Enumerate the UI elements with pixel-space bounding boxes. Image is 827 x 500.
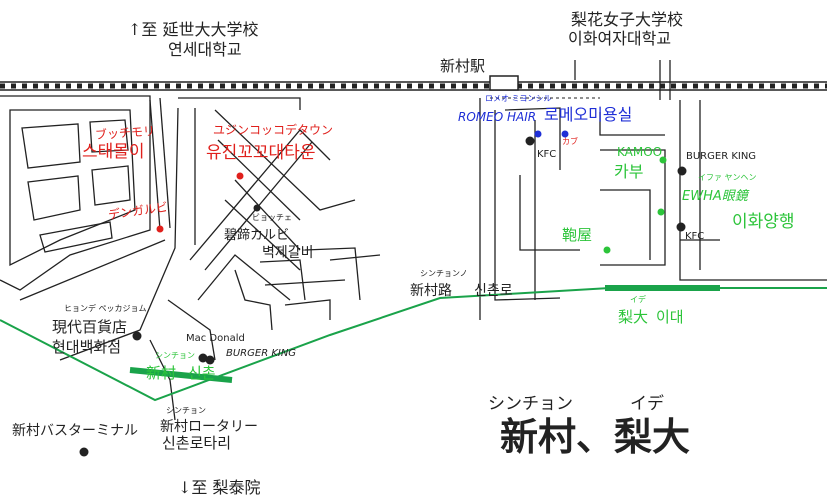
romeo-label-kr: 로메오미용실 [544, 105, 633, 124]
bag-shop-label: 鞄屋 [562, 226, 593, 244]
yonsei-direction-kr: 연세대학교 [168, 40, 242, 59]
kamoo-ruby: カブ [562, 137, 578, 146]
title-ruby-ide: イデ [630, 394, 664, 414]
station-building [489, 75, 519, 91]
sinchonro-ruby: シンチョンノ [420, 269, 468, 278]
mcdonald-marker [198, 353, 208, 363]
kfc-label-2: KFC [685, 231, 705, 242]
hyundai-label-kr: 현대백화점 [52, 338, 122, 356]
ewha-direction-jp: 梨花女子大学校 [571, 10, 684, 29]
byeoje-label-jp: 碧蹄カルビ [224, 228, 290, 243]
sinchon-rail-station-label: 新村駅 [440, 57, 486, 75]
rotary-ruby: シンチョン [166, 406, 206, 415]
hyundai-ruby: ヒョンデ ペッカジョム [64, 304, 147, 313]
romeo-label-en: ROMEO HAIR [458, 110, 537, 124]
romeo-ruby: ロメオ ミヨンシル [485, 94, 552, 103]
ewha-glasses-label-en: EWHA眼鏡 [682, 189, 748, 204]
rotary-label-jp: 新村ロータリー [160, 419, 258, 435]
byeoje-ruby: ビョッチェ [252, 213, 292, 222]
kamoo-marker [659, 156, 667, 164]
ewha-glasses-marker [657, 208, 665, 216]
bus-terminal-label: 新村バスターミナル [12, 423, 138, 439]
kfc-marker-2 [676, 222, 686, 232]
mcdonald-label: Mac Donald [186, 333, 245, 344]
romeo-marker-1 [534, 130, 542, 138]
burgerking-label-1: BURGER KING [686, 151, 757, 162]
ewha-station-label-jp: 梨大 [618, 308, 649, 326]
rotary-label-kr: 신촌로타리 [162, 434, 232, 452]
ewha-glasses-label-kr: 이화양행 [732, 212, 795, 232]
sinchon-station-label-kr: 신촌 [188, 364, 216, 382]
kfc-label-1: KFC [537, 149, 557, 160]
yujin-label-kr: 유진꼬꼬대타운 [206, 143, 316, 163]
burgerking-marker-1 [677, 166, 687, 176]
bag-shop-marker [603, 246, 611, 254]
dengaru-marker [156, 225, 164, 233]
railway-line [0, 81, 827, 91]
kamoo-label-en: KAMOO [617, 145, 663, 159]
byeoje-label-kr: 벽제갈비 [262, 245, 314, 261]
sinchon-station-platform [129, 367, 233, 383]
ewha-direction-kr: 이화여자대학교 [568, 29, 672, 48]
sinchon-station-ruby: シンチョン [155, 351, 195, 360]
byeoje-marker [253, 204, 261, 212]
yonsei-direction-jp: ↑至 延世大大学校 [128, 20, 259, 39]
burgerking-label-2: BURGER KING [226, 348, 297, 359]
itaewon-direction-jp: ↓至 梨泰院 [178, 478, 261, 497]
hyundai-label-jp: 現代百貨店 [52, 318, 128, 336]
map-title: 新村、梨大 [500, 414, 691, 459]
bus-terminal-marker [79, 447, 89, 457]
sinchon-station-label-jp: 新村 [146, 364, 177, 382]
yujin-marker [236, 172, 244, 180]
ewha-station-label-kr: 이대 [656, 308, 684, 326]
stamoru-label-kr: 스태몰이 [82, 142, 145, 162]
title-ruby-sinchon: シンチョン [488, 394, 573, 414]
sinchonro-label-jp: 新村路 [410, 283, 452, 299]
ewha-station-ruby: イデ [630, 295, 646, 304]
ewha-glasses-ruby: イファ ヤンヘン [698, 173, 757, 182]
kfc-marker-1 [525, 136, 535, 146]
romeo-marker-2 [561, 130, 569, 138]
kamoo-label-kr: 카부 [614, 162, 644, 181]
burgerking-marker-2 [205, 355, 215, 365]
hyundai-marker [132, 331, 142, 341]
sinchonro-label-kr: 신촌로 [474, 283, 513, 299]
yujin-label-jp: ユジンコッコデタウン [213, 123, 334, 137]
